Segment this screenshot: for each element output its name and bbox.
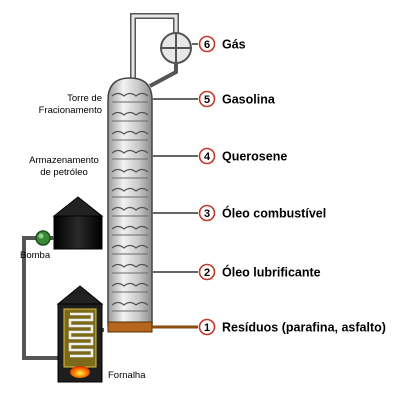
pump-label: Bomba: [20, 250, 51, 261]
output-marker-2: [198, 263, 216, 281]
residue-layer: [107, 321, 153, 333]
output-label-3: Óleo combustível: [222, 206, 326, 221]
top-pipe: [130, 13, 179, 92]
output-label-4: Querosene: [222, 150, 287, 164]
output-marker-1: [198, 318, 216, 336]
output-label-2: Óleo lubrificante: [222, 265, 321, 280]
output-label-1: Resíduos (parafina, asfalto): [222, 321, 386, 335]
furnace: [56, 285, 104, 383]
tower-label-line2: Fracionamento: [39, 105, 102, 116]
output-marker-3: [198, 204, 216, 222]
gas-separator: [149, 32, 192, 88]
furnace-label: Fornalha: [108, 370, 146, 381]
output-number-1: 1: [204, 322, 210, 334]
output-lines: 6 Gás 5 Gasolina 4 Querosene 3 Óleo combustível…: [152, 35, 386, 336]
output-label-5: Gasolina: [222, 93, 276, 107]
pump: [35, 230, 51, 246]
tower-tray: [111, 282, 149, 287]
tower-label-line1: Torre de: [67, 93, 102, 104]
output-number-5: 5: [204, 94, 210, 106]
output-marker-4: [198, 147, 216, 165]
output-marker-5: [198, 90, 216, 108]
output-number-4: 4: [204, 151, 211, 163]
storage-label-line2: de petróleo: [40, 167, 88, 178]
tower-tray: [111, 244, 149, 249]
output-label-6: Gás: [222, 38, 246, 52]
tower-tray: [111, 301, 149, 306]
tower-tray: [111, 187, 149, 192]
tower-tray: [111, 149, 149, 154]
output-marker-6: [198, 35, 216, 53]
tower-trays: [111, 92, 149, 312]
fractionating-tower: [107, 77, 153, 333]
tower-tray: [111, 206, 149, 211]
tower-tray: [111, 130, 149, 135]
output-number-3: 3: [204, 208, 210, 220]
oil-storage-tank: [52, 196, 104, 250]
storage-label-line1: Armazenamento: [29, 155, 99, 166]
tower-tray: [111, 168, 149, 173]
output-number-6: 6: [204, 39, 210, 51]
fire: [70, 366, 90, 378]
tower-tray: [111, 263, 149, 268]
tower-tray: [111, 225, 149, 230]
tower-tray: [111, 111, 149, 116]
tower-tray: [111, 92, 149, 97]
output-number-2: 2: [204, 267, 210, 279]
